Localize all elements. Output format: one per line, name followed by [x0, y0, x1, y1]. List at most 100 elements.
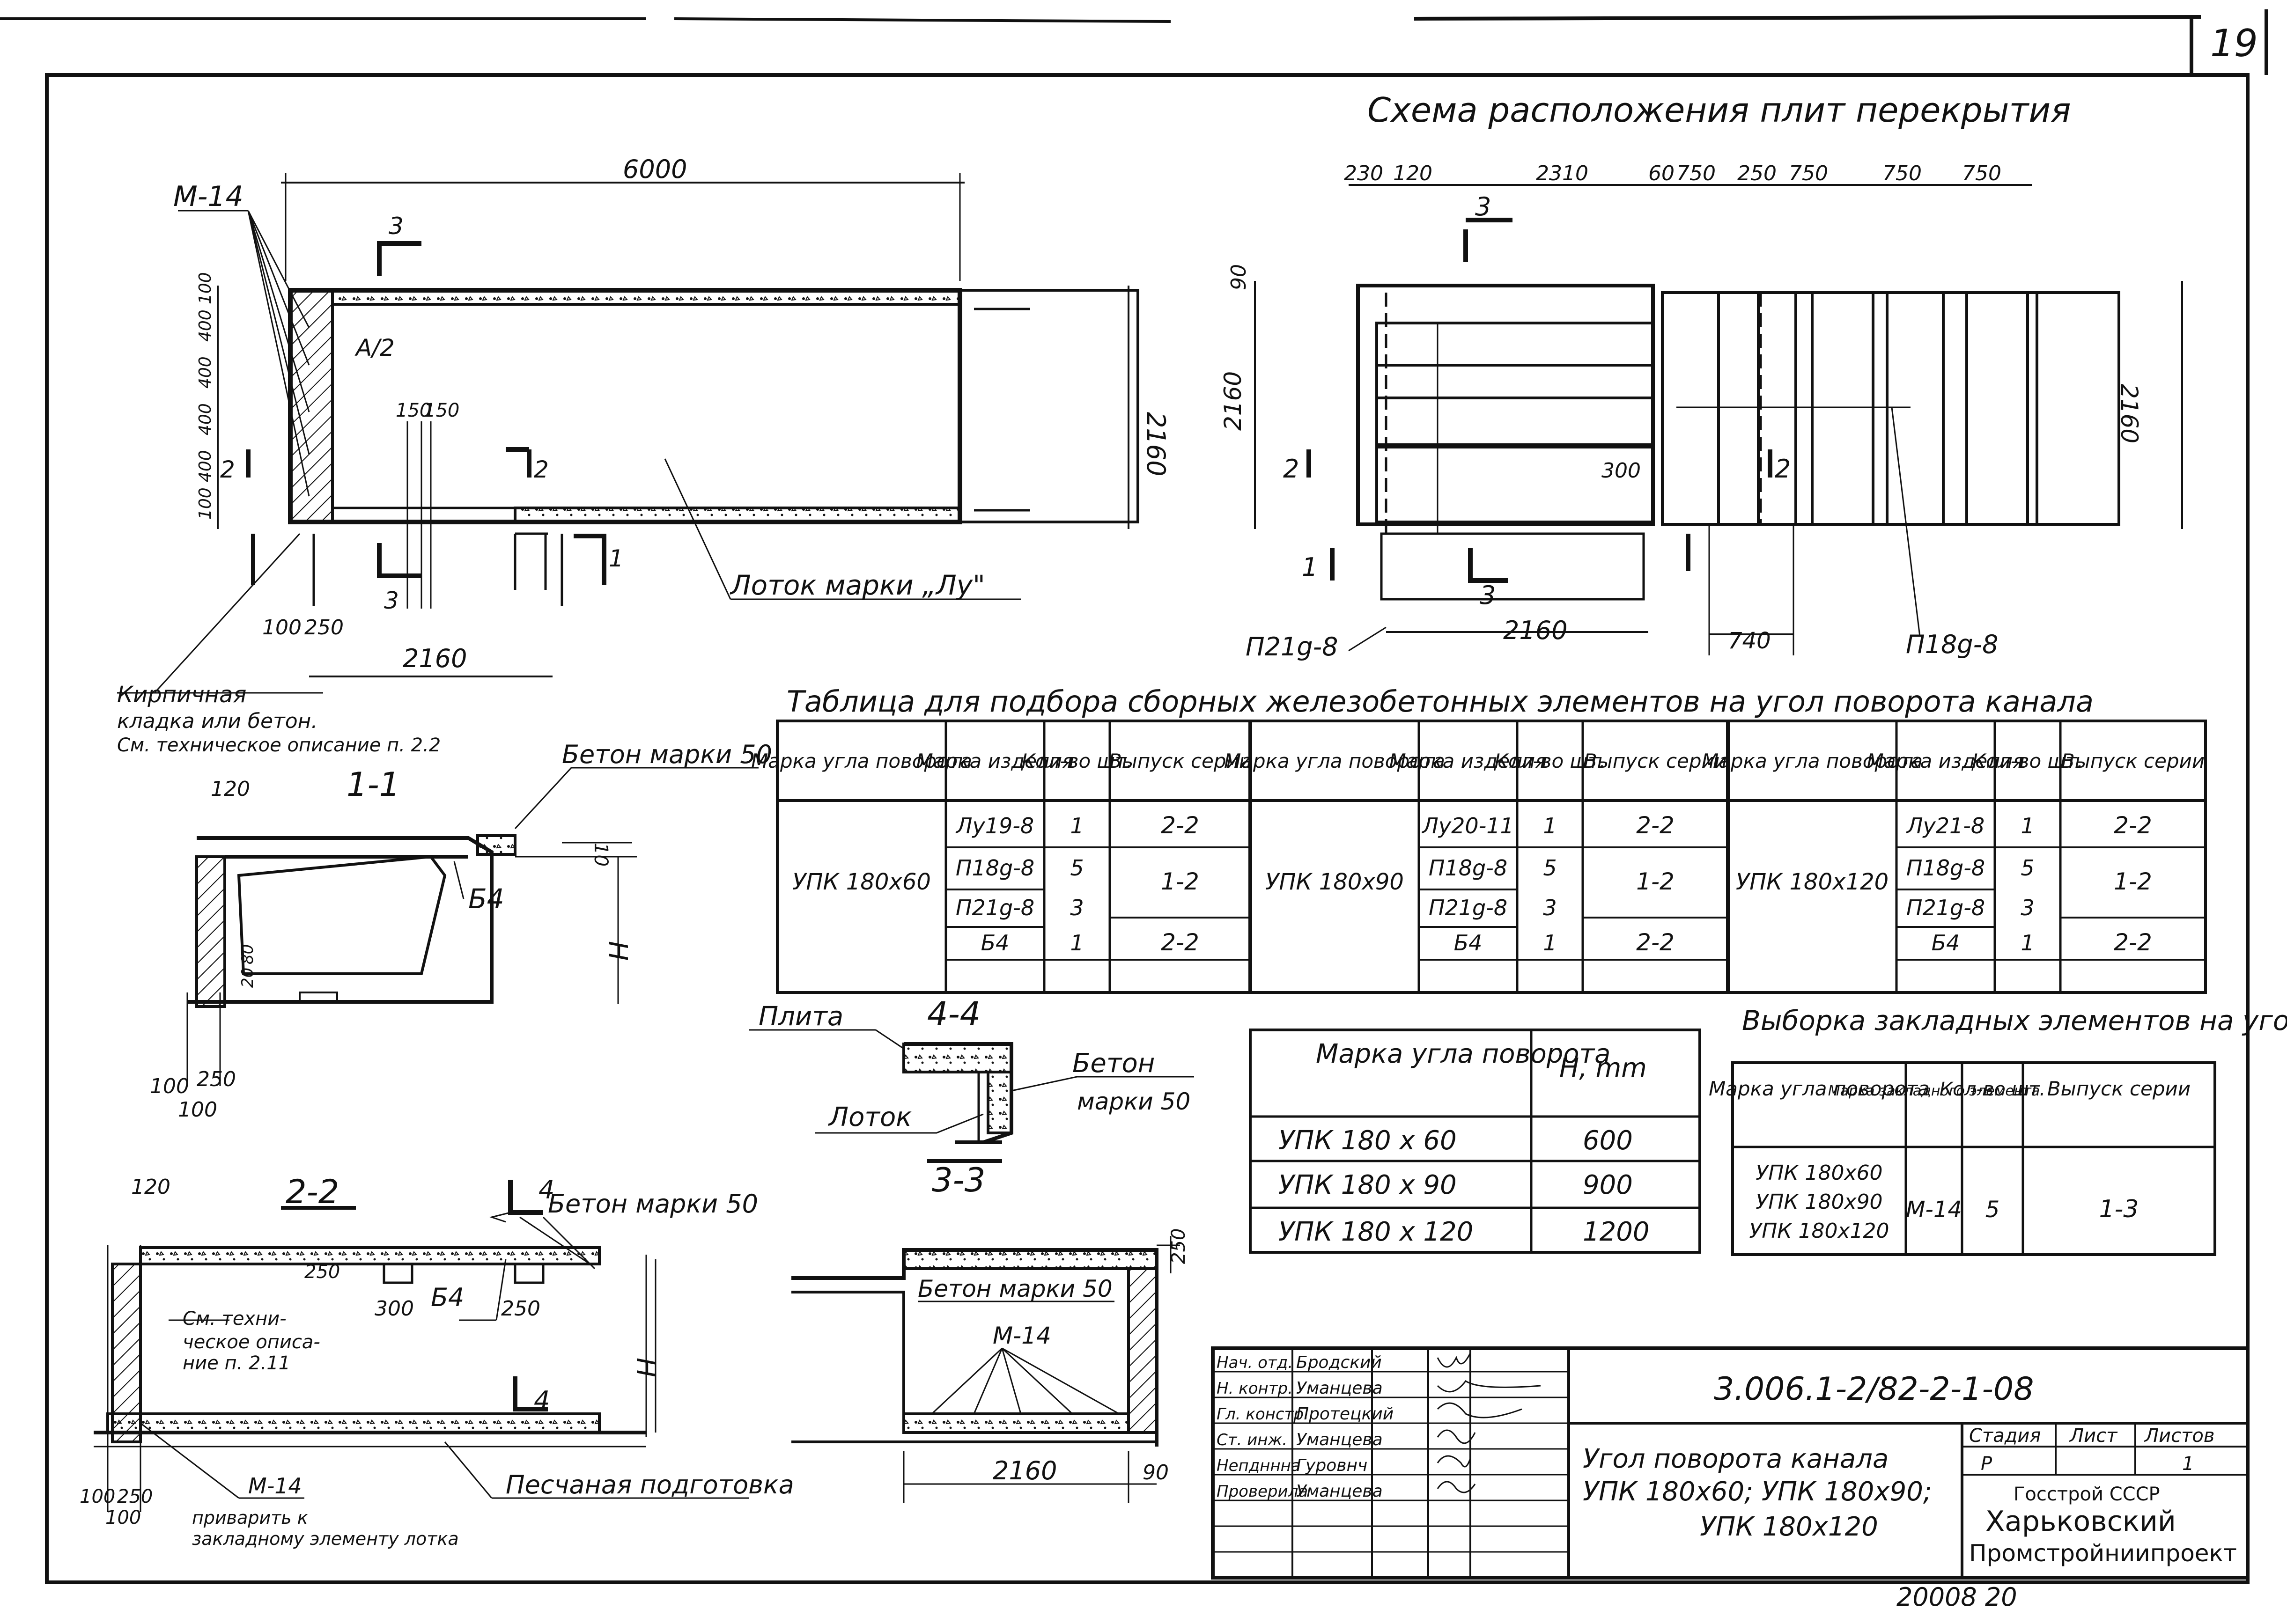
scheme-label-p21: П21g-8 [1246, 632, 1338, 661]
sel-qty-1-0: 1 [1543, 813, 1557, 838]
scheme-top-dims: 230 120 2310 60 750 250 750 750 750 [1344, 162, 2001, 185]
section-22-cut-4b: 4 [534, 1386, 550, 1415]
tb-name-3: Уманцева [1296, 1430, 1383, 1449]
section-22-dim-250b: 250 [501, 1297, 540, 1321]
sel-item-0-1: П18g-8 [956, 855, 1034, 881]
section-33-dim-90: 90 [1143, 1461, 1169, 1484]
plan-left-m14: M-14 [173, 180, 243, 213]
sel-item-0-3: Б4 [981, 930, 1010, 955]
section-22-h: H [630, 1358, 661, 1377]
plan-left-a2: A/2 [354, 334, 395, 361]
height-row-2-h: 900 [1583, 1170, 1633, 1200]
stage-value: Р [1981, 1453, 1992, 1475]
plan-left-dim-100: 100 [262, 616, 302, 639]
section-22-b4: Б4 [431, 1283, 464, 1312]
sheet-frame [0, 9, 2268, 1584]
stage-header: Стадия [1969, 1425, 2041, 1447]
section-44-concrete: Бетон [1072, 1048, 1155, 1079]
section-4-4 [749, 1029, 1194, 1144]
sel-qty-2-0: 1 [2021, 813, 2034, 838]
page-number: 19 [2210, 22, 2258, 65]
section-22-note2: ческое описа- [183, 1331, 320, 1353]
section-11-dim-100b: 100 [178, 1098, 217, 1122]
scheme-cut-1: 1 [1302, 552, 1318, 582]
emb-mark-1: УПК 180х90 [1756, 1190, 1882, 1214]
plan-left-dim-l5: 100 [196, 487, 215, 520]
height-row-1-h: 600 [1583, 1125, 1633, 1156]
height-table-h1: Марка угла поворота [1316, 1039, 1610, 1069]
scheme-dim-3: 60 [1648, 162, 1675, 185]
height-table-h2: H, mm [1559, 1053, 1647, 1083]
sel-item-1-2: П21g-8 [1429, 895, 1507, 920]
plan-left-cut-3a: 3 [389, 213, 404, 240]
plan-left-dim-l2: 400 [196, 356, 215, 389]
org-line-2: Харьковский [1985, 1505, 2176, 1538]
section-44-title: 4-4 [927, 995, 981, 1033]
section-22-m14: М-14 [248, 1473, 302, 1499]
section-11-dim-10: 10 [590, 843, 612, 867]
sel-header-2-3: Выпуск серии [2061, 750, 2205, 772]
sel-series-2-2: 2-2 [2114, 929, 2152, 956]
sel-item-1-0: Лу20-11 [1421, 813, 1513, 838]
plan-left-tray-label: Лоток марки „Лу" [730, 569, 985, 601]
selection-table-title: Таблица для подбора сборных железобетонн… [787, 684, 2094, 719]
sel-item-2-1: П18g-8 [1906, 855, 1985, 881]
sel-header-0-2: Кол-во шт. [1021, 750, 1133, 772]
sel-header-1-2: Кол-во шт. [1494, 750, 1606, 772]
org-line-1: Госстрой СССР [2014, 1484, 2160, 1505]
sel-qty-1-1: 5 [1543, 855, 1557, 881]
plan-left-cut-1: 1 [609, 545, 624, 572]
emb-header-2: Кол-во шт. [1940, 1079, 2045, 1100]
section-22-m14-note: приварить к [192, 1507, 308, 1528]
section-44-tray: Лоток [828, 1102, 912, 1132]
section-22-concrete: Бетон марки 50 [548, 1189, 758, 1219]
sel-item-2-3: Б4 [1932, 930, 1960, 955]
sel-mark-1: УПК 180х90 [1265, 869, 1404, 895]
tb-role-0: Нач. отд. [1217, 1353, 1293, 1372]
sel-qty-0-0: 1 [1070, 813, 1084, 838]
emb-qty: 5 [1985, 1197, 2000, 1223]
plan-left-cut-2b: 2 [220, 456, 235, 483]
scheme-cut-3a: 3 [1475, 192, 1491, 221]
scheme-dim-left: 2160 [1219, 371, 1247, 431]
height-row-3-h: 1200 [1583, 1217, 1650, 1247]
section-11-b4: Б4 [468, 883, 504, 915]
sel-item-1-3: Б4 [1454, 930, 1483, 955]
scheme-dim-8: 750 [1962, 162, 2001, 185]
sel-item-2-2: П21g-8 [1906, 895, 1985, 920]
scheme-dim-90: 90 [1227, 264, 1251, 290]
emb-series: 1-3 [2099, 1195, 2139, 1223]
scheme-title: Схема расположения плит перекрытия [1367, 90, 2071, 130]
sel-series-0-0: 2-2 [1161, 812, 1199, 839]
plan-left-left-dims: 100 400 400 400 400 100 [196, 272, 215, 520]
tb-role-4: Непдннна [1217, 1456, 1301, 1475]
section-11-dim-80: 80 [238, 944, 257, 964]
section-11-dim-100: 100 [150, 1074, 189, 1098]
plan-left-dim-l3: 400 [196, 403, 215, 435]
sel-qty-1-3: 1 [1543, 930, 1557, 955]
scheme-cut-2a: 2 [1283, 454, 1299, 484]
section-22-dim-300: 300 [375, 1297, 414, 1321]
sel-header-1-3: Выпуск серии [1584, 750, 1727, 772]
sel-header-2-1: Марка изделия [1866, 750, 2024, 772]
section-22-dim-250a: 250 [304, 1261, 340, 1283]
section-11-dim-20: 20 [238, 968, 257, 988]
section-11-dim-250: 250 [197, 1067, 236, 1091]
plan-left-dim-top: 6000 [623, 154, 687, 184]
section-11-dim-120: 120 [211, 777, 250, 801]
section-33-m14: М-14 [993, 1322, 1051, 1349]
sheet-header: Лист [2069, 1425, 2118, 1447]
section-22-dim-100: 100 [80, 1486, 115, 1507]
tb-name-2: Протецкий [1296, 1404, 1394, 1424]
sheets-header: Листов [2144, 1425, 2214, 1447]
section-22-cut-4a: 4 [539, 1175, 554, 1205]
embedded-table-title: Выборка закладных элементов на угол пово… [1742, 1005, 2287, 1036]
sel-header-2-2: Кол-во шт. [1972, 750, 2083, 772]
tb-name-5: Уманцева [1296, 1482, 1383, 1501]
sel-series-1-0: 2-2 [1636, 812, 1675, 839]
tb-role-3: Ст. инж. [1217, 1431, 1287, 1449]
scheme-dim-0: 230 [1344, 162, 1383, 185]
